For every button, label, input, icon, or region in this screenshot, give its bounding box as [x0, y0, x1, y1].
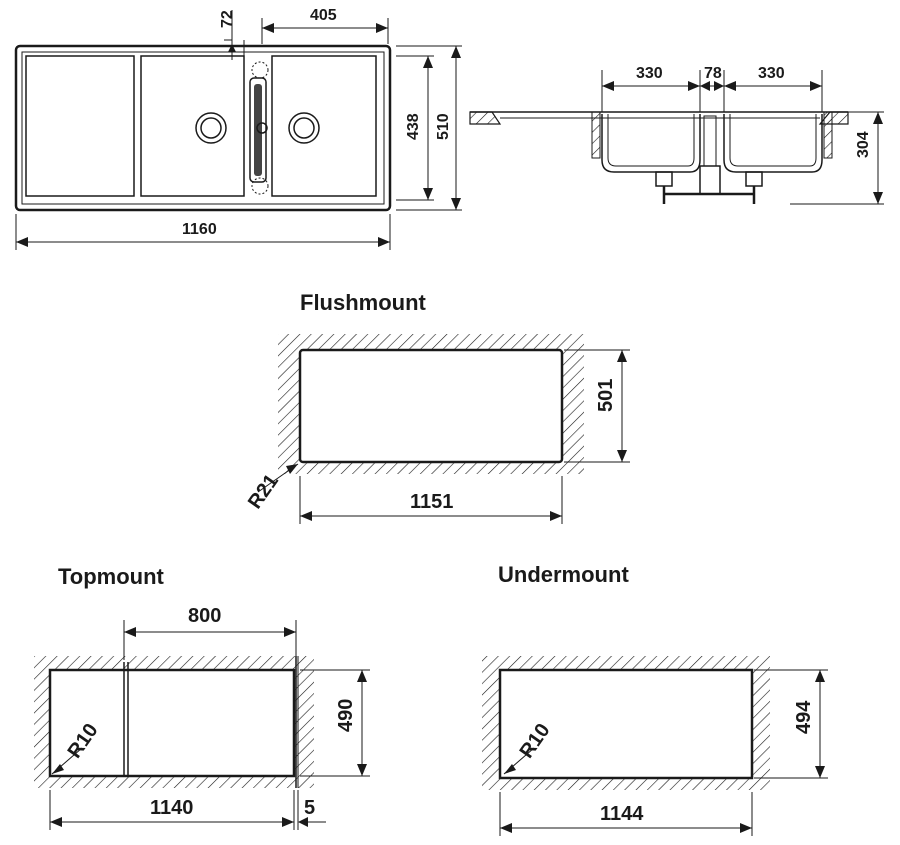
dim-bowl-gap: 78	[704, 65, 722, 82]
side-overflow	[703, 115, 717, 167]
topmount-cutout	[48, 668, 296, 778]
topmount-counter	[34, 656, 314, 788]
dim-height: 304	[855, 131, 872, 158]
support-right	[823, 111, 833, 159]
topmount-gap: 5	[304, 797, 315, 819]
tap-hole-bottom	[251, 177, 269, 195]
topmount-title: Topmount	[58, 564, 165, 589]
dim-bowl-right: 330	[758, 65, 785, 82]
counter-left	[469, 111, 502, 125]
dim-total-width: 1160	[182, 221, 217, 238]
drain-pipe	[662, 186, 756, 204]
sink-inner-outline	[21, 51, 385, 205]
left-bowl	[140, 55, 245, 197]
overflow-hole	[256, 122, 268, 134]
undermount-height: 494	[793, 700, 815, 734]
flushmount-view: Flushmount R21 501 1151	[244, 290, 630, 524]
dim-outer-depth: 510	[435, 113, 452, 140]
trap	[699, 165, 721, 195]
undermount-title: Undermount	[498, 562, 629, 587]
side-bowl-left	[601, 114, 701, 173]
topmount-width: 1140	[150, 797, 193, 819]
flushmount-height: 501	[595, 379, 617, 412]
right-drain-outer	[288, 112, 320, 144]
side-bowl-right	[723, 114, 823, 173]
flushmount-title: Flushmount	[300, 290, 427, 315]
undermount-width: 1144	[600, 803, 644, 825]
drainer-board	[25, 55, 135, 197]
undermount-counter	[482, 656, 770, 790]
dim-bowl-width: 405	[310, 7, 337, 24]
dim-bowl-left: 330	[636, 65, 663, 82]
undermount-radius: R10	[516, 720, 555, 763]
left-drain-outer	[195, 112, 227, 144]
flushmount-cutout	[298, 348, 564, 464]
undermount-view: Undermount R10 494 1144	[482, 562, 828, 836]
topmount-partial-width: 800	[188, 605, 221, 627]
top-view: 72 405 438 510 1160	[14, 7, 462, 250]
drain-left	[655, 171, 673, 187]
topmount-view: Topmount R10 800 490 1140	[34, 564, 370, 830]
left-drain-inner	[200, 117, 222, 139]
topmount-height: 490	[335, 699, 357, 732]
flushmount-counter	[278, 334, 584, 474]
tap-hole-top	[251, 61, 269, 79]
topmount-radius: R10	[64, 720, 103, 763]
support-left	[591, 111, 601, 159]
side-view: 330 78 330 304	[469, 65, 884, 205]
right-drain-inner	[293, 117, 315, 139]
flushmount-radius: R21	[244, 470, 283, 513]
drain-right	[745, 171, 763, 187]
flushmount-width: 1151	[410, 491, 453, 513]
dim-offset: 72	[219, 10, 236, 28]
sink-outline	[14, 44, 392, 212]
undermount-cutout	[498, 668, 754, 780]
right-bowl	[271, 55, 377, 197]
dim-inner-depth: 438	[405, 113, 422, 140]
